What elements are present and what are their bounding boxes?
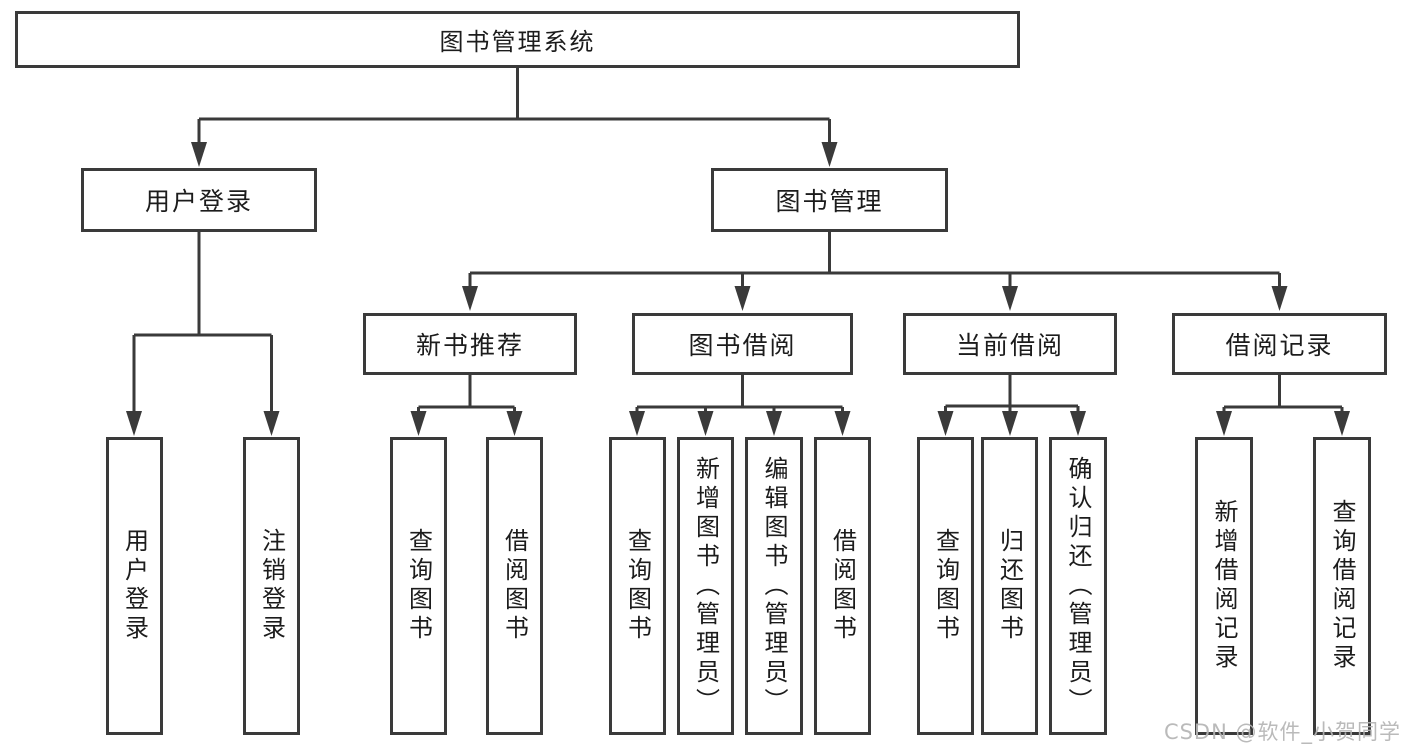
node-leaf-query-books-current: 查询图书 [917, 437, 974, 735]
node-label: 新增图书（管理员） [691, 455, 720, 717]
node-label: 借阅图书 [500, 528, 529, 644]
node-leaf-return-books: 归还图书 [981, 437, 1038, 735]
node-new-book-recommend: 新书推荐 [363, 313, 577, 375]
node-library-system: 图书管理系统 [15, 11, 1020, 68]
node-label: 新书推荐 [415, 331, 524, 360]
arrowhead-icons [126, 142, 1350, 436]
node-leaf-borrow-books: 借阅图书 [814, 437, 871, 735]
node-book-management: 图书管理 [711, 168, 948, 232]
node-label: 借阅记录 [1225, 331, 1334, 360]
node-leaf-user-login: 用户登录 [106, 437, 163, 735]
node-leaf-query-borrow-record: 查询借阅记录 [1313, 437, 1371, 735]
node-label: 借阅图书 [828, 528, 857, 644]
node-label: 图书管理 [775, 187, 884, 216]
node-current-borrowing: 当前借阅 [903, 313, 1117, 375]
node-leaf-confirm-return-admin: 确认归还（管理员） [1049, 437, 1107, 735]
node-label: 编辑图书（管理员） [760, 455, 788, 717]
node-label: 用户登录 [144, 187, 253, 216]
node-leaf-add-book-admin: 新增图书（管理员） [677, 437, 734, 735]
node-label: 查询图书 [623, 528, 652, 644]
node-label: 用户登录 [120, 528, 149, 644]
node-leaf-add-borrow-record: 新增借阅记录 [1195, 437, 1253, 735]
node-label: 查询图书 [931, 528, 960, 644]
node-label: 当前借阅 [955, 331, 1064, 360]
node-label: 图书管理系统 [439, 28, 596, 56]
node-label: 新增借阅记录 [1210, 499, 1238, 673]
node-leaf-query-books-borrowing: 查询图书 [609, 437, 666, 735]
node-user-login: 用户登录 [81, 168, 317, 232]
csdn-watermark: CSDN @软件_小贺同学 [1163, 720, 1401, 744]
node-label: 查询图书 [404, 528, 433, 644]
node-label: 查询借阅记录 [1328, 499, 1356, 673]
node-book-borrowing: 图书借阅 [632, 313, 853, 375]
node-leaf-logout: 注销登录 [243, 437, 300, 735]
node-label: 图书借阅 [688, 331, 797, 360]
node-leaf-borrow-books-recommend: 借阅图书 [486, 437, 543, 735]
node-leaf-edit-book-admin: 编辑图书（管理员） [745, 437, 803, 735]
node-label: 确认归还（管理员） [1064, 455, 1092, 717]
node-label: 归还图书 [995, 528, 1024, 644]
node-label: 注销登录 [257, 528, 286, 644]
node-leaf-query-books-recommend: 查询图书 [390, 437, 447, 735]
node-borrow-records: 借阅记录 [1172, 313, 1387, 375]
